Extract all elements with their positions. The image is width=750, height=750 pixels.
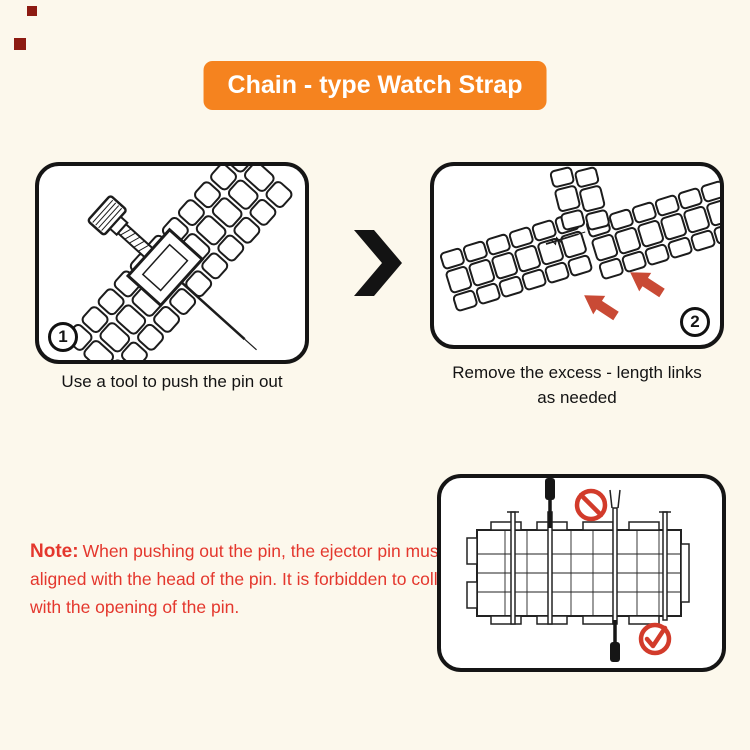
strap-segment-right: [585, 179, 720, 281]
red-arrow-icon: [584, 295, 619, 321]
ejector-pin-bottom-icon: [610, 620, 620, 662]
note-text: Note:When pushing out the pin, the eject…: [30, 537, 478, 621]
step2-panel: 2: [430, 162, 724, 349]
step-number-badge: 2: [680, 307, 710, 337]
note-body: When pushing out the pin, the ejector pi…: [30, 541, 468, 617]
step2-caption: Remove the excess - length links as need…: [430, 361, 724, 410]
corner-artifact: [14, 38, 26, 50]
loose-pin-icon: [545, 231, 586, 246]
page-title: Chain - type Watch Strap: [203, 61, 547, 110]
no-entry-icon: [574, 488, 608, 522]
step2-caption-line2: as needed: [537, 387, 617, 407]
pin-alignment-diagram: [466, 478, 690, 662]
pin-alignment-detail-panel: [437, 474, 726, 672]
links-separated-illustration: [439, 166, 720, 321]
ejector-pin-top-icon: [545, 478, 555, 528]
chevron-right-icon: [354, 230, 402, 296]
step1-caption: Use a tool to push the pin out: [61, 372, 283, 391]
note-label: Note:: [30, 541, 79, 562]
step1-panel: 1: [35, 162, 309, 364]
link-remover-tool-illustration: [63, 166, 295, 360]
pin-pusher-tool-icon: [87, 195, 257, 351]
step-number-badge: 1: [48, 322, 78, 352]
corner-artifact: [27, 6, 37, 16]
check-icon: [638, 622, 672, 656]
red-arrow-icon: [630, 272, 665, 298]
step2-caption-line1: Remove the excess - length links: [452, 363, 702, 382]
